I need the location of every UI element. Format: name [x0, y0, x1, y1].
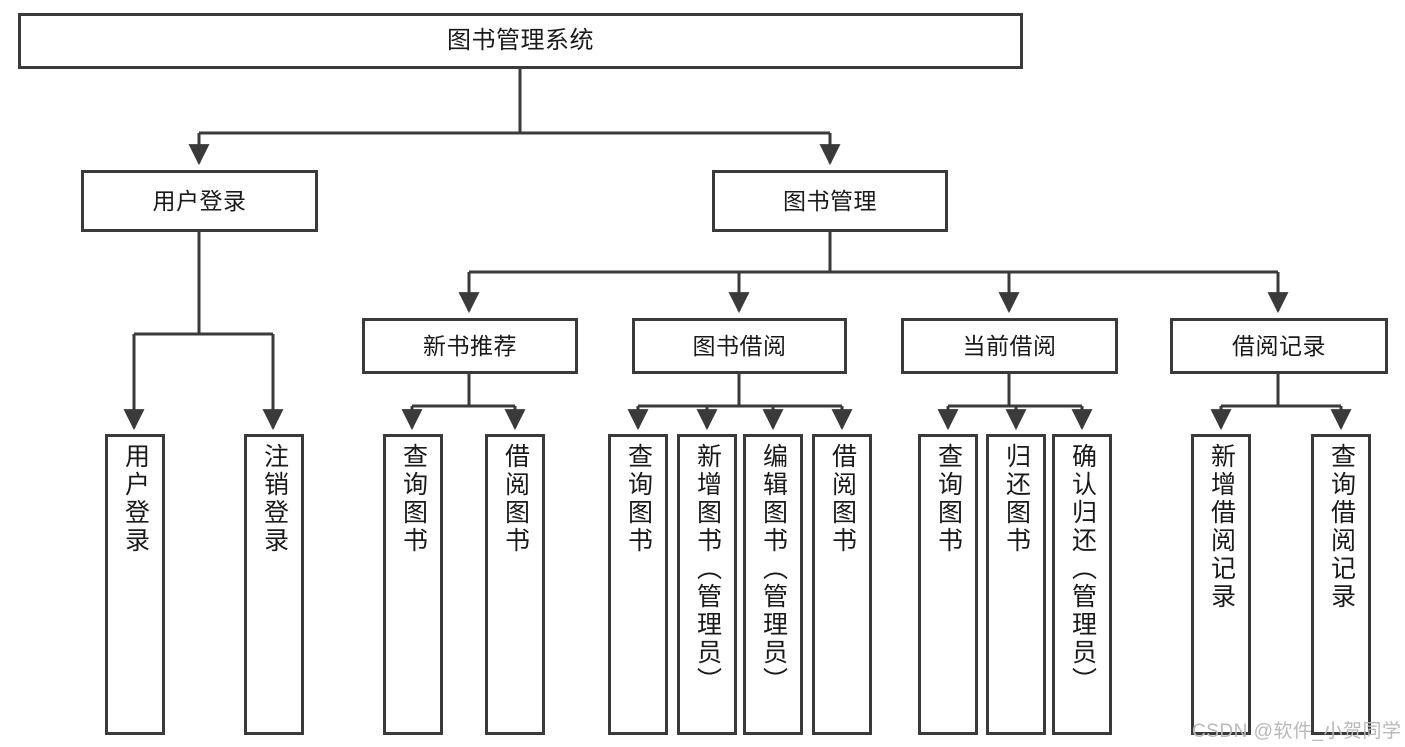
node-root-label: 图书管理系统	[447, 27, 594, 55]
leaf-node-label: 查询图书	[934, 443, 963, 555]
node-new-book-recommend-label: 新书推荐	[423, 332, 517, 359]
leaf-node-label: 编辑图书（管理员）	[759, 443, 788, 695]
leaf-node[interactable]: 用户登录	[105, 434, 165, 735]
leaf-node-label: 借阅图书	[828, 443, 857, 555]
node-root[interactable]: 图书管理系统	[18, 13, 1023, 69]
node-borrow-record[interactable]: 借阅记录	[1170, 318, 1388, 374]
leaf-node[interactable]: 查询图书	[383, 434, 443, 735]
node-user-login-label: 用户登录	[152, 187, 247, 214]
leaf-node[interactable]: 归还图书	[986, 434, 1046, 735]
leaf-node-label: 新增图书（管理员）	[693, 443, 722, 695]
leaf-node-label: 新增借阅记录	[1207, 443, 1236, 611]
leaf-node[interactable]: 查询借阅记录	[1311, 434, 1371, 735]
leaf-node[interactable]: 查询图书	[918, 434, 978, 735]
node-borrow-record-label: 借阅记录	[1232, 332, 1326, 359]
leaf-node-label: 注销登录	[260, 443, 289, 555]
leaf-node-label: 借阅图书	[501, 443, 530, 555]
leaf-node[interactable]: 新增借阅记录	[1191, 434, 1251, 735]
leaf-node[interactable]: 新增图书（管理员）	[677, 434, 737, 735]
leaf-node[interactable]: 确认归还（管理员）	[1052, 434, 1112, 735]
leaf-node-label: 归还图书	[1002, 443, 1031, 555]
leaf-node-label: 查询借阅记录	[1327, 443, 1356, 611]
leaf-node[interactable]: 查询图书	[608, 434, 668, 735]
node-book-borrow[interactable]: 图书借阅	[632, 318, 847, 374]
node-user-login[interactable]: 用户登录	[81, 170, 318, 232]
leaf-node-label: 用户登录	[121, 443, 150, 555]
leaf-node-label: 查询图书	[399, 443, 428, 555]
node-book-borrow-label: 图书借阅	[692, 332, 787, 359]
node-current-borrow[interactable]: 当前借阅	[901, 318, 1118, 374]
leaf-node-label: 确认归还（管理员）	[1068, 443, 1097, 695]
node-book-management[interactable]: 图书管理	[712, 170, 948, 232]
node-book-management-label: 图书管理	[783, 187, 877, 214]
leaf-node[interactable]: 注销登录	[244, 434, 304, 735]
watermark: CSDN @软件_小贺同学	[1192, 721, 1402, 742]
leaf-node[interactable]: 借阅图书	[485, 434, 545, 735]
node-new-book-recommend[interactable]: 新书推荐	[362, 318, 578, 374]
leaf-node[interactable]: 借阅图书	[812, 434, 872, 735]
node-current-borrow-label: 当前借阅	[962, 332, 1057, 359]
leaf-node-label: 查询图书	[624, 443, 653, 555]
leaf-node[interactable]: 编辑图书（管理员）	[743, 434, 803, 735]
